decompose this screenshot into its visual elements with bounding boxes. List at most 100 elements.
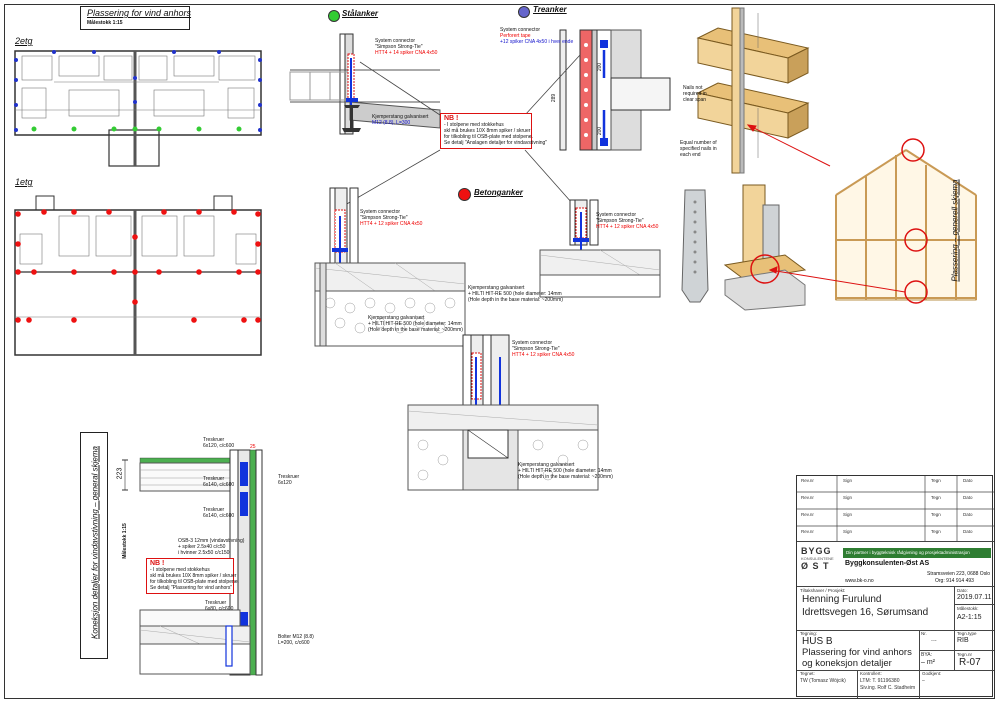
fag-value: RIB [957,637,969,644]
concrete-anchor-detail-center [407,334,599,491]
rev-row-2-rev: Rev.nr [801,495,814,500]
drawing-desc-2: og koneksjon detaljer [802,658,892,669]
concrete-anchor-title: Betonganker [474,188,523,197]
sheet-number: R-07 [959,657,981,668]
sheet-title-box: Plassering for vind anhors Målestokk 1:1… [80,6,192,30]
cc-sys-conn: System connector [512,340,553,346]
steel-m12: M12 (8.8), L=300 [372,120,411,126]
rev-row-4-sign: Sign [843,529,853,534]
steel-simpson: "Simpson Strong-Tie" [375,44,423,50]
cl-simpson: "Simpson Strong-Tie" [360,215,408,221]
cl-hilti: + HILTI HIT-RE 500 (hole diameter: 14mm [368,321,462,327]
fag-label: Tegn.type [957,631,977,636]
cr-depth: (Hole depth in the base material: ~200mm… [468,297,563,303]
cl-depth: (Hole depth in the base material: ~200mm… [368,327,463,333]
ctrl-label: Kontrollert: [860,671,882,676]
steel-htt4: HTT4 + 14 spiker CNA 4x50 [375,50,438,56]
sec-l2: Treskruer [278,474,300,480]
nb-line-2: skl må brukes 10X 8mm spiker / skruer [444,128,531,134]
sec-l2b: 6x120 [278,480,292,486]
sec-l6b: L=200, c/c600 [278,640,310,646]
ctrl-1: LTM: T. 91196380 [860,678,900,684]
steel-anchor-title: Stålanker [342,9,379,18]
wood-sys-conn: System connector [500,27,541,33]
floor-2-label: 2etg [15,36,33,46]
nb2-line-2: skl må brukes 10X 8mm spiker / skruer [150,573,237,579]
date-label: Dato: [957,588,968,593]
cr-simpson: "Simpson Strong-Tie" [596,218,644,224]
rev-row-1-sign: Sign [843,478,853,483]
floor-1-label: 1etg [15,177,33,187]
concrete-anchor-detail-right [539,199,661,298]
wood-anchor-detail [559,29,671,151]
logo-bottom: Ø S T [801,561,830,571]
steel-sys-conn: System connector [375,38,416,44]
drawn-label: Tegnet: [800,671,815,676]
rev-row-3-dato: Dato [963,512,973,517]
ctrl-2: Siv.ing. Rolf C. Stadheim [860,685,916,691]
drawing-desc-1: Plassering for vind anhors [802,647,912,658]
nb-line-1: - I stolpene med stokkehus [444,122,504,128]
drawn-value: TW (Tomasz Wójcik) [800,678,846,684]
cl-htt4: HTT4 + 12 spiker CNA 4x50 [360,221,423,227]
rev-row-2-sign: Sign [843,495,853,500]
nb-box: NB ! - I stolpene med stokkehus skl må b… [440,113,548,149]
title-block: Rev.nr Sign Tegn Dato Rev.nr Sign Tegn D… [796,475,994,698]
nr-label: Nr. [921,631,927,636]
godkj-value: – [922,678,925,684]
rev-row-1-rev: Rev.nr [801,478,814,483]
rev-grid [797,476,994,542]
sheet-label: Tegn.nr [957,652,973,657]
cr-sys-conn: System connector [596,212,637,218]
sec-l5b: 6x80, c/c600 [205,606,234,612]
date-value: 2019.07.11 [957,594,992,601]
company-name: Byggkonsulenten-Øst AS [845,560,930,567]
cr-htt4: HTT4 + 12 spiker CNA 4x50 [596,224,659,230]
rev-row-3-rev: Rev.nr [801,512,814,517]
cc-depth: (Hole depth in the base material: ~200mm… [518,474,613,480]
cr-stamp: Kjemperstang galvanisert [468,285,525,291]
nr-value: ... [931,636,937,643]
rev-row-3-sign: Sign [843,512,853,517]
bya-value: – m² [921,659,935,666]
cc-simpson: "Simpson Strong-Tie" [512,346,560,352]
concrete-anchor-detail-left [314,187,466,347]
hold-down-image [723,184,807,311]
nb-title: NB ! [444,115,459,122]
nb2-title: NB ! [150,560,165,567]
floor-1-plan [14,195,262,356]
rev-row-2-dato: Dato [963,495,973,500]
sec-l5: Treskruer [205,600,227,606]
sec-l4b: 6x140, c/c600 [203,513,235,519]
nb-line-3: for tilkobling til OSB-plate med stolpen… [444,134,533,140]
drawing-label: Tegning: [800,631,818,636]
cc-htt4: HTT4 + 12 spiker CNA 4x50 [512,352,575,358]
nb2-line-3: for tilkobling til OSB-plate med stolpen… [150,579,239,585]
cc-hilti: + HILTI HIT-RE 500 (hole diameter: 14mm [518,468,612,474]
sheet-title: Plassering for vind anhors [87,8,192,18]
nb-line-4: Se detalj "Anslagen detaljer for vindavs… [444,140,548,146]
company-web: www.bk-o.no [845,578,874,584]
cr-hilti: + HILTI HIT-RE 500 (hole diameter: 14mm [468,291,562,297]
rev-row-4-tegn: Tegn [931,529,941,534]
dim-25: 25 [250,444,256,450]
logo-mid: KONSULENTENE [801,556,834,561]
company-address: Stramsveien 223, 0688 Oslo [927,571,991,577]
sec-osb3: i hvinner 2.5x50 c/c150 [178,550,230,556]
wood-anchor-title: Treanker [533,5,567,14]
strap-tie-image [681,189,709,303]
partner-banner: Din partner i byggteknisk rådgivning og … [843,548,991,558]
sheet-scale: Målestokk 1:15 [87,20,123,26]
wood-perforert: Perforert tape [500,33,531,39]
steel-stamp: Kjemperstang galvanisert [372,114,429,120]
scale-label: Målestokk: [957,606,979,611]
floor-2-plan [14,50,262,167]
bya-label: BYA: [921,652,933,658]
cl-stamp: Kjemperstang galvanisert [368,315,425,321]
wood-conn-note: +12 spiker CNA 4x50 i hver ende [500,39,574,45]
company-logo: BYGG KONSULENTENE Ø S T [801,546,839,588]
sec-l3b: 6x140, c/c600 [203,482,235,488]
nb2-line-1: - I stolpene med stokkehus [150,567,210,573]
rev-row-4-dato: Dato [963,529,973,534]
